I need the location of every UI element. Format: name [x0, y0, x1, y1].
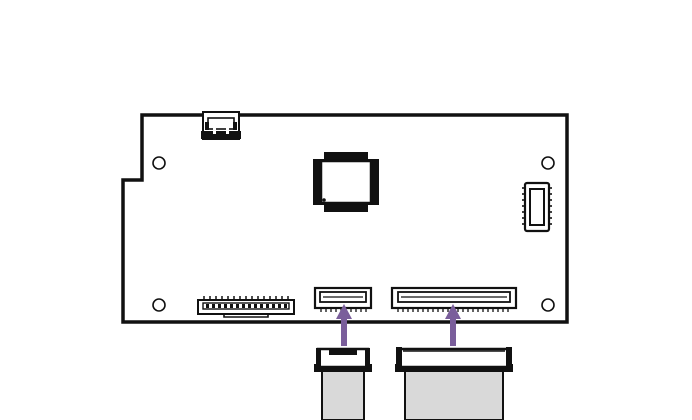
mounting-hole-bottom-right	[541, 298, 555, 312]
side-fpc-connector	[522, 181, 552, 233]
circuit-board	[121, 113, 569, 324]
insert-arrow-large	[445, 304, 461, 346]
pin-header-connector	[197, 296, 295, 318]
small-fpc-connector	[313, 286, 373, 312]
mounting-hole-top-left	[152, 156, 166, 170]
large-ribbon-cable	[395, 347, 513, 420]
mounting-hole-bottom-left	[152, 298, 166, 312]
qfp-chip	[313, 152, 379, 212]
small-ribbon-cable	[314, 347, 372, 420]
mounting-hole-top-right	[541, 156, 555, 170]
insert-arrow-small	[336, 304, 352, 346]
large-fpc-connector	[390, 286, 518, 312]
usb-port	[201, 111, 241, 140]
